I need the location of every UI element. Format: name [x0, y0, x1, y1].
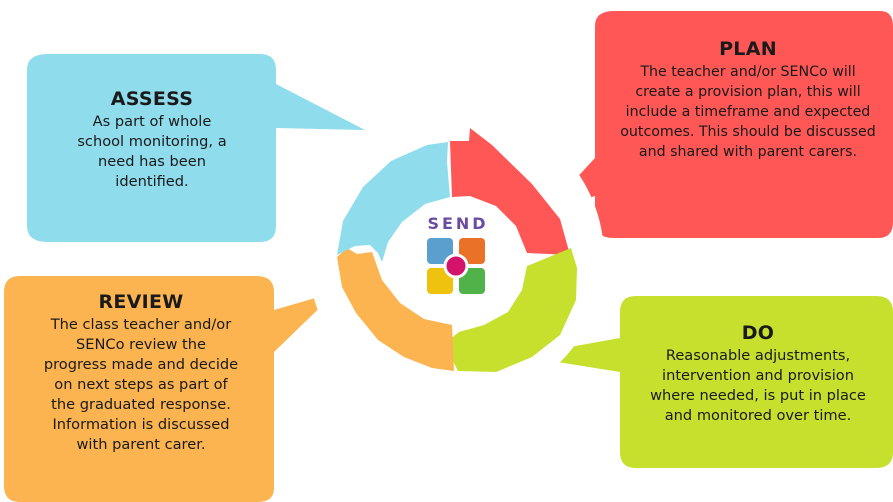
review-line: on next steps as part of — [54, 376, 228, 393]
review-title: REVIEW — [98, 291, 184, 313]
assess-text: ASSESS As part of whole school monitorin… — [40, 88, 264, 192]
do-line: and monitored over time. — [664, 407, 852, 424]
logo-orange-tile — [459, 238, 485, 264]
assess-title: ASSESS — [110, 88, 194, 110]
do-arrow-segment — [444, 248, 577, 372]
assess-line: need has been — [97, 153, 206, 170]
logo-yellow-tile — [427, 268, 453, 294]
do-line: Reasonable adjustments, — [665, 347, 851, 364]
plan-line: The teacher and/or SENCo will — [640, 64, 856, 80]
do-line: intervention and provision — [662, 367, 854, 384]
review-line: SENCo review the — [75, 336, 206, 353]
review-line: with parent carer. — [76, 436, 206, 453]
do-bubble — [520, 296, 893, 468]
logo-center-dot — [443, 253, 469, 279]
logo-green-tile — [459, 268, 485, 294]
do-line: where needed, is put in place — [650, 387, 866, 404]
assess-body: As part of whole school monitoring, a ne… — [40, 112, 264, 192]
assess-line: school monitoring, a — [77, 133, 227, 150]
review-line: the graduated response. — [51, 396, 231, 413]
review-line: progress made and decide — [43, 356, 239, 373]
plan-arrow-segment — [450, 128, 570, 255]
do-body: Reasonable adjustments, intervention and… — [627, 346, 889, 426]
send-logo-text: SEND — [427, 214, 489, 233]
review-bubble — [4, 276, 336, 502]
plan-line: create a provision plan, this will — [635, 84, 861, 100]
assess-bubble — [27, 54, 365, 242]
plan-line: and shared with parent carers. — [638, 144, 858, 160]
plan-body: The teacher and/or SENCo will create a p… — [600, 62, 893, 162]
plan-line: include a timeframe and expected — [625, 104, 871, 120]
plan-bubble — [545, 11, 893, 238]
plan-text: PLAN The teacher and/or SENCo will creat… — [600, 38, 893, 162]
review-line: The class teacher and/or — [50, 316, 232, 333]
logo-blue-tile — [427, 238, 453, 264]
do-text: DO Reasonable adjustments, intervention … — [627, 322, 889, 426]
do-title: DO — [741, 322, 775, 344]
send-logo — [427, 238, 485, 294]
assess-line: As part of whole — [92, 113, 212, 130]
review-text: REVIEW The class teacher and/or SENCo re… — [10, 291, 272, 455]
review-arrow-segment — [337, 248, 454, 371]
plan-title: PLAN — [719, 38, 777, 60]
assess-arrow-segment — [337, 142, 450, 262]
assess-line: identified. — [115, 173, 189, 190]
plan-line: outcomes. This should be discussed — [620, 124, 876, 140]
review-line: Information is discussed — [52, 416, 230, 433]
review-body: The class teacher and/or SENCo review th… — [10, 315, 272, 455]
